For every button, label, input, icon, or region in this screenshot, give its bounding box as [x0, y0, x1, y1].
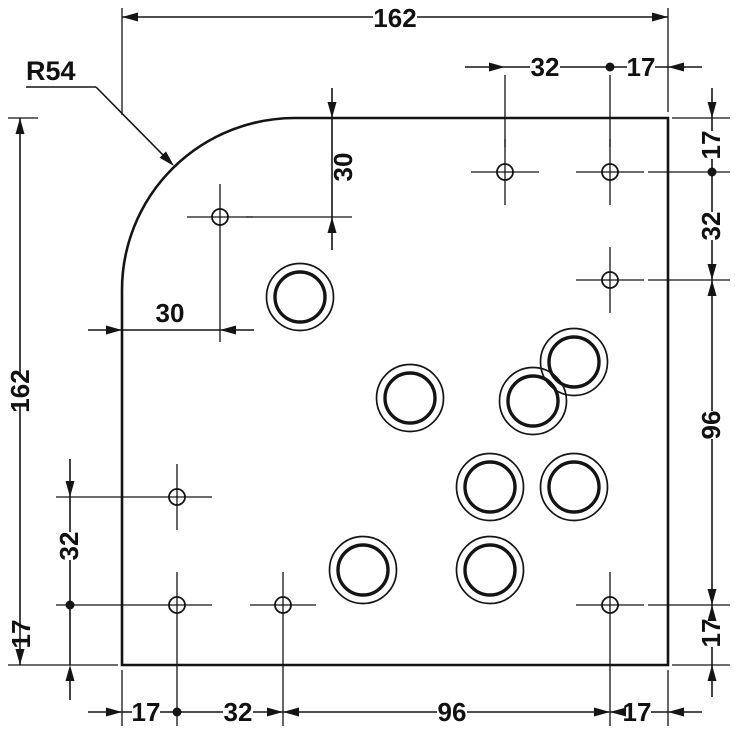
- dim-label-width: 162: [373, 3, 416, 33]
- dim-label-bottom-spacing: 32: [224, 697, 253, 727]
- dim-label-top-spacing: 32: [531, 52, 560, 82]
- cup-hole: [498, 366, 568, 436]
- screw-hole: [56, 572, 212, 726]
- dim-label-bottom-edge-left: 17: [132, 697, 161, 727]
- cup-hole: [455, 452, 525, 522]
- screw-holes: [56, 139, 644, 726]
- screw-hole: [576, 247, 644, 313]
- dimension-left-height: 162: [5, 118, 35, 665]
- dimension-horizontal-offset: 30: [88, 298, 254, 335]
- dim-label-offset-v: 30: [328, 153, 358, 182]
- cup-hole: [265, 262, 335, 332]
- dimension-vertical-offset: 30: [327, 88, 358, 250]
- plate-outline: [120, 116, 670, 667]
- dim-label-bottom-span: 96: [438, 697, 467, 727]
- cup-hole: [539, 327, 609, 397]
- dim-label-bottom-edge-right: 17: [623, 697, 652, 727]
- dim-label-left-edge-bottom: 17: [6, 620, 36, 649]
- dimension-right-chain: 17 32 96 17: [696, 88, 726, 697]
- dim-label-right-spacing: 32: [696, 212, 726, 241]
- cup-holes: [265, 262, 609, 605]
- dimension-top-hole-chain: 32 17: [465, 52, 702, 82]
- screw-hole: [250, 572, 316, 726]
- cup-hole: [328, 535, 398, 605]
- screw-hole: [576, 139, 644, 205]
- dim-label-radius: R54: [26, 56, 76, 86]
- dim-label-offset-h: 30: [156, 298, 185, 328]
- cup-hole: [375, 363, 445, 433]
- dim-label-top-edge: 17: [627, 52, 656, 82]
- radius-leader: R54: [26, 56, 174, 166]
- screw-hole: [56, 464, 212, 530]
- cup-hole: [539, 452, 609, 522]
- dim-label-right-span: 96: [696, 411, 726, 440]
- dim-label-height: 162: [5, 369, 35, 412]
- dimension-bottom-chain: 17 32 96 17: [88, 697, 702, 727]
- screw-hole: [576, 572, 644, 726]
- dimension-top-width: 162: [122, 3, 668, 33]
- dim-label-left-spacing: 32: [54, 532, 84, 561]
- dimension-left-chain: 32 17: [6, 459, 84, 700]
- dim-label-right-edge-top: 17: [696, 131, 726, 160]
- screw-hole: [187, 184, 253, 250]
- screw-hole: [471, 139, 539, 205]
- dim-label-right-edge-bottom: 17: [696, 619, 726, 648]
- cup-hole: [455, 535, 525, 605]
